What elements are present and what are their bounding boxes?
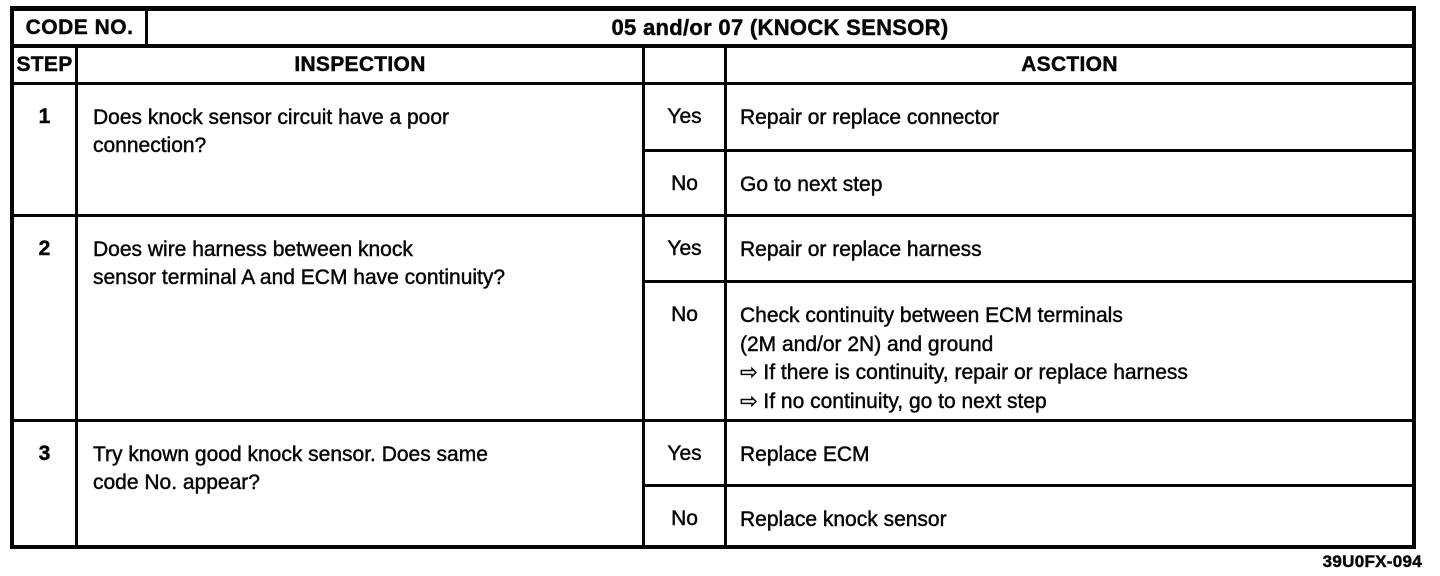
action-line: ⇨ If there is continuity, repair or repl… [740,361,1188,384]
branch-yes: Yes Repair or replace connector [645,85,1412,152]
step-number: 2 [14,217,78,419]
action-cell: Repair or replace harness [727,217,1412,280]
troubleshooting-table: CODE NO. 05 and/or 07 (KNOCK SENSOR) STE… [10,6,1416,549]
action-line: Repair or replace harness [740,238,982,261]
action-cell: Replace ECM [727,422,1412,484]
column-header-row: STEP INSPECTION ASCTION [14,48,1412,85]
step-number: 3 [14,422,78,545]
inspection-line: code No. appear? [93,471,260,494]
column-header-answer [645,48,727,82]
column-header-inspection: INSPECTION [78,48,645,82]
inspection-line: connection? [93,134,207,157]
branches: Yes Replace ECM No Replace knock sensor [645,422,1412,545]
branch-no: No Replace knock sensor [645,487,1412,545]
inspection-cell: Does wire harness between knock sensor t… [78,217,645,419]
branch-no: No Go to next step [645,152,1412,214]
step-row-2: 2 Does wire harness between knock sensor… [14,217,1412,422]
branch-yes: Yes Replace ECM [645,422,1412,487]
column-header-action: ASCTION [1021,53,1118,76]
action-cell: Replace knock sensor [727,487,1412,545]
action-line: Go to next step [740,173,883,196]
answer-label: No [645,152,727,214]
action-line: Replace ECM [740,443,870,466]
branch-yes: Yes Repair or replace harness [645,217,1412,283]
branches: Yes Repair or replace connector No Go to… [645,85,1412,214]
code-no-label: CODE NO. [14,11,148,44]
action-line: ⇨ If no continuity, go to next step [740,389,1047,413]
step-number: 1 [14,85,78,214]
code-value-title: 05 and/or 07 (KNOCK SENSOR) [611,14,949,40]
action-line: Repair or replace connector [740,106,1000,129]
step-row-3: 3 Try known good knock sensor. Does same… [14,422,1412,545]
answer-label: No [645,487,727,545]
action-cell: Check continuity between ECM terminals (… [727,283,1412,419]
code-row: CODE NO. 05 and/or 07 (KNOCK SENSOR) [14,11,1412,48]
action-line: Replace knock sensor [740,508,947,531]
inspection-line: Does wire harness between knock [93,238,413,261]
answer-label: Yes [645,217,727,280]
inspection-line: sensor terminal A and ECM have continuit… [93,266,506,289]
figure-reference-code: 39U0FX-094 [1322,552,1422,571]
answer-label: No [645,283,727,419]
inspection-line: Try known good knock sensor. Does same [93,443,488,466]
inspection-cell: Try known good knock sensor. Does same c… [78,422,645,545]
answer-label: Yes [645,422,727,484]
inspection-cell: Does knock sensor circuit have a poor co… [78,85,645,214]
step-row-1: 1 Does knock sensor circuit have a poor … [14,85,1412,217]
action-line: Check continuity between ECM terminals [740,304,1123,327]
branches: Yes Repair or replace harness No Check c… [645,217,1412,419]
branch-no: No Check continuity between ECM terminal… [645,283,1412,419]
column-header-step: STEP [14,48,78,82]
action-cell: Repair or replace connector [727,85,1412,149]
action-line: (2M and/or 2N) and ground [740,332,994,356]
inspection-line: Does knock sensor circuit have a poor [93,106,450,129]
action-cell: Go to next step [727,152,1412,214]
answer-label: Yes [645,85,727,149]
